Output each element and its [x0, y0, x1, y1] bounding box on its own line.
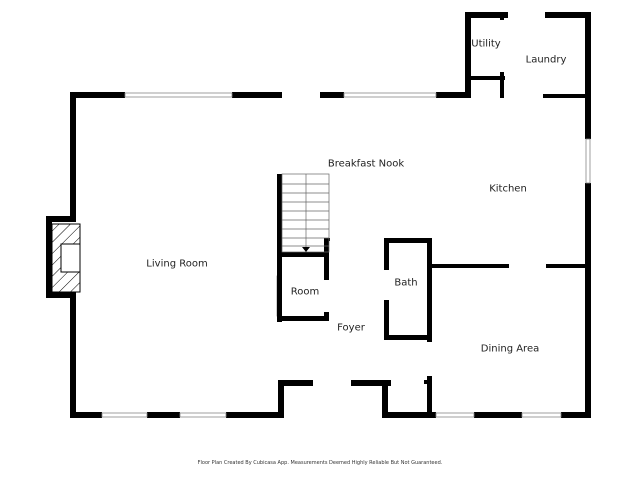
staircase[interactable]: [281, 173, 330, 253]
room-label-living-room: Living Room: [146, 258, 208, 270]
interior-walls: [277, 174, 588, 418]
room-label-kitchen: Kitchen: [489, 183, 527, 195]
exterior-walls: [46, 12, 591, 418]
stair-direction-arrow: [302, 247, 310, 252]
room-label-bath: Bath: [394, 277, 418, 289]
room-label-foyer: Foyer: [337, 322, 365, 334]
room-label-laundry: Laundry: [525, 54, 567, 66]
fireplace: [51, 223, 81, 293]
room-label-breakfast-nook: Breakfast Nook: [327, 158, 405, 170]
room-label-dining-area: Dining Area: [480, 343, 540, 355]
room-label-utility: Utility: [471, 38, 501, 50]
room-label-room: Room: [290, 286, 320, 298]
windows: [101, 92, 591, 418]
disclaimer-footer: Floor Plan Created By Cubicasa App. Meas…: [197, 460, 443, 466]
